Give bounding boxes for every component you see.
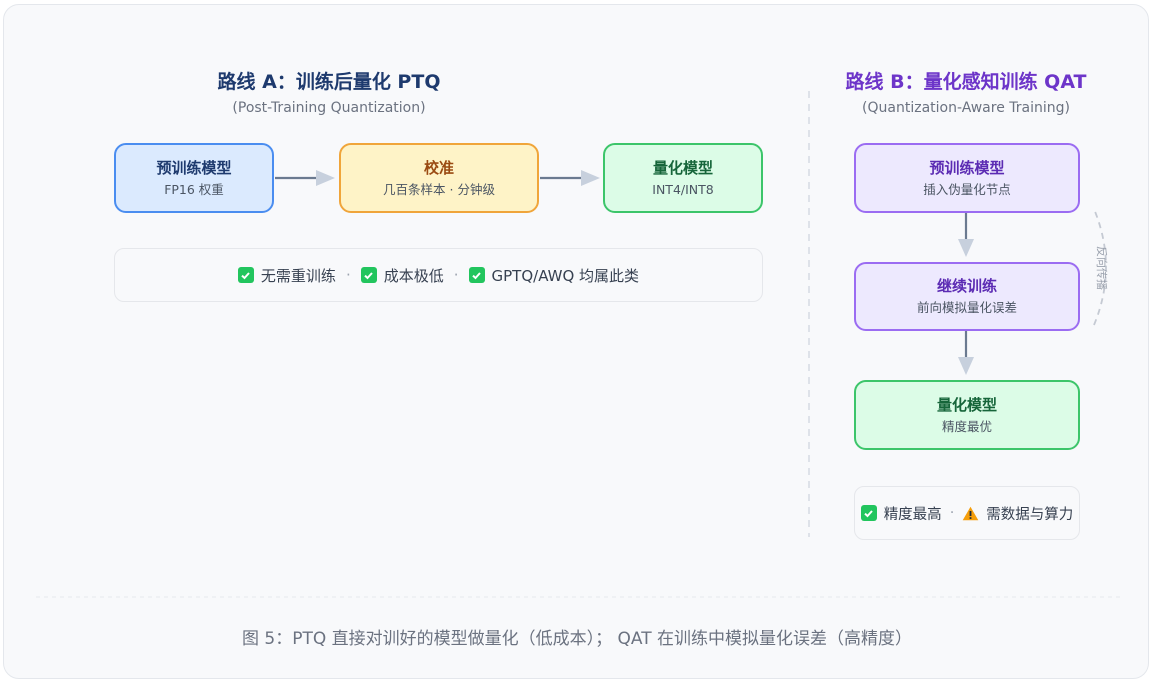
node-subtitle: FP16 权重 [164, 181, 224, 197]
route-a-node-quantized: 量化模型 INT4/INT8 [603, 143, 763, 213]
node-subtitle: 插入伪量化节点 [923, 181, 1011, 197]
warning-icon [962, 506, 979, 520]
note-no-retraining: 无需重训练 [260, 266, 336, 285]
route-b-node-pretrained: 预训练模型 插入伪量化节点 [854, 143, 1080, 213]
route-b-node-training: 继续训练 前向模拟量化误差 [854, 262, 1080, 331]
arrow-b-pretrained-to-training [958, 213, 974, 257]
route-a-node-pretrained: 预训练模型 FP16 权重 [114, 143, 274, 213]
node-subtitle: INT4/INT8 [652, 181, 714, 197]
check-icon [360, 267, 377, 283]
node-subtitle: 精度最优 [941, 418, 992, 434]
note-gptq-awq: GPTQ/AWQ 均属此类 [491, 266, 640, 285]
arrow-b-training-to-quantized [958, 331, 974, 375]
route-a-notes: 无需重训练 · 成本极低 · GPTQ/AWQ 均属此类 [114, 248, 763, 302]
node-title: 继续训练 [936, 277, 997, 295]
route-b-node-quantized: 量化模型 精度最优 [854, 380, 1080, 450]
route-a-subtitle: (Post-Training Quantization) [232, 100, 426, 116]
route-b-notes: 精度最高 · 需数据与算力 [854, 486, 1080, 540]
route-b-subtitle: (Quantization-Aware Training) [862, 100, 1070, 116]
note-low-cost: 成本极低 [383, 266, 444, 285]
separator-dot: · [453, 266, 459, 284]
node-subtitle: 几百条样本 · 分钟级 [383, 181, 495, 197]
node-title: 校准 [423, 158, 454, 177]
node-title: 预训练模型 [156, 158, 232, 177]
note-needs-data-compute: 需数据与算力 [986, 506, 1074, 523]
check-icon [860, 505, 877, 521]
node-title: 预训练模型 [929, 158, 1005, 177]
route-a-title: 路线 A：训练后量化 PTQ [217, 71, 441, 93]
route-b-title: 路线 B：量化感知训练 QAT [845, 71, 1087, 93]
route-a-arrows [36, 91, 1120, 598]
backprop-arc [1093, 208, 1107, 326]
separator-dot: · [345, 266, 351, 284]
node-subtitle: 前向模拟量化误差 [916, 300, 1017, 315]
arrow-calibration-to-quantized [540, 170, 600, 186]
node-title: 量化模型 [936, 395, 997, 414]
check-icon [468, 267, 485, 283]
diagram-frame: 路线 A：训练后量化 PTQ (Post-Training Quantizati… [3, 4, 1149, 679]
node-title: 量化模型 [652, 158, 713, 177]
check-icon [237, 267, 254, 283]
figure-caption: 图 5：PTQ 直接对训好的模型做量化（低成本）； QAT 在训练中模拟量化误差… [241, 629, 913, 649]
arrow-pretrained-to-calibration [275, 170, 335, 186]
separator-dot: · [949, 505, 955, 521]
backprop-label: 反向传播 [1095, 246, 1108, 290]
note-best-accuracy: 精度最高 [883, 506, 942, 523]
route-a-node-calibration: 校准 几百条样本 · 分钟级 [339, 143, 539, 213]
